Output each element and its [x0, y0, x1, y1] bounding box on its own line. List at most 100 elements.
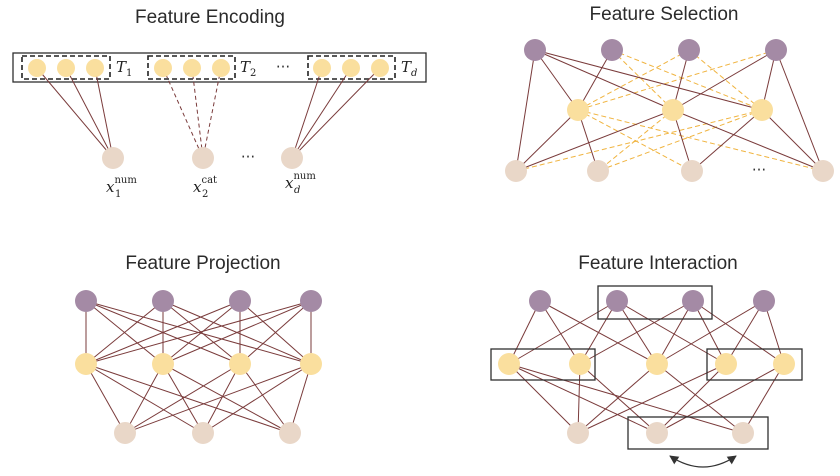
interaction-edge-bottom: [656, 363, 727, 434]
token-label-1: T1: [116, 58, 132, 79]
projection-edge-top-2-0: [85, 300, 241, 365]
selection-input-node-3: [812, 160, 834, 182]
interaction-nodes: [498, 290, 795, 444]
encoding-edge-0-1: [65, 67, 114, 159]
interaction-hidden-node-0: [498, 353, 520, 375]
encoding-edge-dashed-1-0: [162, 67, 204, 159]
selection-nodes: [505, 39, 834, 182]
selection-edge-bottom: [691, 109, 763, 172]
selection-edge-dashed-bottom: [515, 109, 763, 172]
interaction-output-node-1: [606, 290, 628, 312]
interaction-output-node-2: [682, 290, 704, 312]
feature-encoding-title: Feature Encoding: [135, 7, 285, 28]
interaction-hidden-node-4: [773, 353, 795, 375]
interaction-edge-bottom: [742, 363, 785, 434]
selection-output-node-2: [678, 39, 700, 61]
interaction-edge-bottom: [579, 363, 658, 434]
interaction-input-node-0: [567, 422, 589, 444]
selection-edge-dashed-bottom: [597, 109, 763, 172]
token-node-2-1: [342, 59, 360, 77]
feature-selection-panel: Feature Selection ···: [505, 4, 834, 182]
interaction-edge-bottom: [577, 363, 658, 434]
interaction-edge-top: [508, 300, 541, 365]
projection-edge-bottom-1-2: [162, 363, 291, 434]
token-node-2-2: [371, 59, 389, 77]
projection-output-node-0: [75, 290, 97, 312]
interaction-output-node-3: [753, 290, 775, 312]
interaction-edge-top: [692, 300, 727, 365]
selection-edge-long: [515, 49, 536, 172]
interaction-edge-top: [656, 300, 765, 365]
input-ellipsis: ···: [241, 148, 255, 166]
selection-output-node-0: [524, 39, 546, 61]
interaction-edge-top: [692, 300, 785, 365]
selection-edge-dashed-top: [577, 49, 690, 111]
token-label-2: T2: [240, 58, 256, 79]
projection-output-node-3: [300, 290, 322, 312]
token-group-d-box: [307, 55, 396, 80]
interaction-edge-bottom: [508, 363, 579, 434]
token-ellipsis: ···: [276, 58, 290, 76]
projection-edge-bottom-2-1: [202, 363, 241, 434]
input-node-0: [102, 147, 124, 169]
encoding-edge-dashed-1-2: [201, 67, 222, 159]
interaction-edge-bottom: [508, 363, 744, 434]
projection-nodes: [75, 290, 322, 444]
selection-edge-top: [672, 49, 777, 111]
selection-edge-dashed-bottom: [597, 109, 674, 172]
interaction-output-node-0: [529, 290, 551, 312]
projection-hidden-node-0: [75, 353, 97, 375]
projection-edge-top-3-1: [162, 300, 312, 365]
interaction-edges: [508, 300, 785, 434]
interaction-input-node-2: [732, 422, 754, 444]
interaction-edge-top: [579, 300, 694, 365]
projection-input-node-0: [114, 422, 136, 444]
interaction-edge-bottom: [656, 363, 744, 434]
token-node-1-2: [212, 59, 230, 77]
projection-output-node-2: [229, 290, 251, 312]
projection-edge-top-2-1: [162, 300, 241, 365]
selection-edge-dashed-top: [577, 49, 777, 111]
token-node-2-0: [313, 59, 331, 77]
projection-edge-bottom-1-0: [124, 363, 164, 434]
selection-edge-top: [534, 49, 674, 111]
token-group-1-box: [21, 55, 111, 80]
feature-projection-panel: Feature Projection: [75, 253, 322, 444]
projection-edge-bottom-3-2: [289, 363, 312, 434]
feature-interaction-panel: Feature Interaction: [490, 253, 803, 468]
selection-hidden-node-2: [751, 99, 773, 121]
projection-input-node-1: [192, 422, 214, 444]
selection-ellipsis: ···: [752, 161, 766, 179]
interaction-swap-arrow: [669, 455, 737, 468]
token-node-1-0: [154, 59, 172, 77]
interaction-hidden-group-left-box: [490, 348, 596, 381]
selection-edge-top: [577, 49, 613, 111]
encoding-edge-2-2: [291, 67, 381, 159]
interaction-hidden-node-1: [569, 353, 591, 375]
projection-edge-bottom-3-0: [124, 363, 312, 434]
projection-hidden-node-3: [300, 353, 322, 375]
interaction-edge-bottom: [577, 363, 727, 434]
encoding-edge-0-0: [36, 67, 114, 159]
feature-interaction-title: Feature Interaction: [578, 253, 737, 274]
selection-edge-long: [775, 49, 824, 172]
encoding-edge-0-2: [94, 67, 114, 159]
projection-edge-bottom-2-0: [124, 363, 241, 434]
selection-edge-dashed-top: [611, 49, 674, 111]
encoding-edge-dashed-1-1: [191, 67, 205, 159]
selection-edge-dashed-top: [688, 49, 763, 111]
input-node-1: [192, 147, 214, 169]
selection-hidden-node-0: [567, 99, 589, 121]
token-node-0-2: [86, 59, 104, 77]
projection-edge-bottom-2-2: [239, 363, 291, 434]
input-node-2: [281, 147, 303, 169]
selection-output-node-1: [601, 39, 623, 61]
token-group-2-box: [147, 55, 236, 80]
selection-edge-top: [534, 49, 763, 111]
projection-output-node-1: [152, 290, 174, 312]
selection-edge-bottom: [515, 109, 674, 172]
